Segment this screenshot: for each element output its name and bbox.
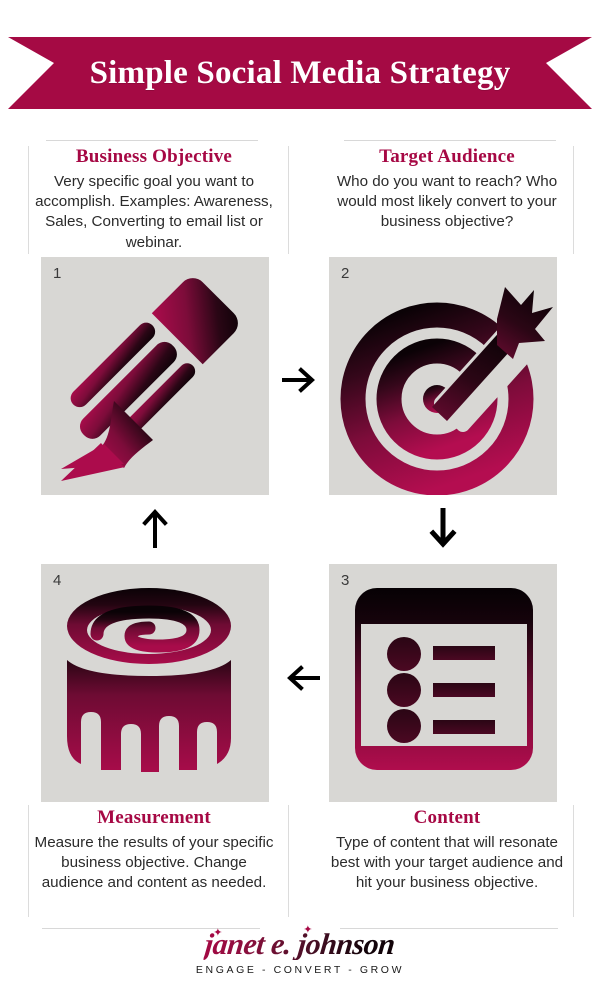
page-title: Simple Social Media Strategy — [89, 54, 511, 91]
step-4-number: 4 — [53, 572, 62, 589]
divider-center-top — [288, 146, 289, 254]
step-2-target-box: 2 — [329, 257, 557, 495]
divider-right-top — [573, 146, 574, 254]
target-audience-title: Target Audience — [379, 146, 515, 167]
business-objective-title: Business Objective — [75, 146, 233, 167]
target-audience-body: Who do you want to reach? Who would most… — [336, 172, 558, 231]
measurement-body: Measure the results of your specific bus… — [34, 833, 274, 892]
divider-left-top — [28, 146, 29, 254]
business-objective-body: Very specific goal you want to accomplis… — [35, 172, 273, 251]
sparkle-icon-left: ✦ — [213, 928, 222, 939]
target-with-arrow-icon — [340, 287, 553, 495]
divider-center-bottom — [288, 805, 289, 917]
step-4-measurement-box: 4 — [41, 564, 269, 802]
logo-wordmark: janet e. johnson — [203, 928, 397, 961]
step-1-number: 1 — [53, 265, 62, 282]
arrow-right-step1-to-step2 — [282, 364, 320, 396]
step-1-pencil-box: 1 — [41, 257, 269, 495]
measurement-title: Measurement — [97, 807, 211, 828]
content-body: Type of content that will resonate best … — [330, 833, 564, 892]
arrow-left-step3-to-step4 — [282, 662, 320, 694]
step-3-number: 3 — [341, 572, 350, 589]
rule-above-business-objective — [46, 140, 258, 141]
sparkle-icon-mid: ✦ — [303, 925, 312, 936]
pencil-icon — [61, 278, 238, 481]
content-text-block: Content Type of content that will resona… — [322, 807, 572, 894]
rule-above-target-audience — [344, 140, 556, 141]
content-list-icon — [355, 588, 533, 770]
measuring-tape-icon — [67, 588, 231, 772]
target-audience-text-block: Target Audience Who do you want to reach… — [322, 146, 572, 233]
title-banner: Simple Social Media Strategy — [8, 37, 592, 109]
content-title: Content — [413, 807, 481, 828]
rule-below-content — [340, 928, 558, 929]
step-3-content-box: 3 — [329, 564, 557, 802]
footer-logo: ✦ ✦ janet e. johnson ENGAGE - CONVERT - … — [0, 925, 600, 977]
logo-tagline: ENGAGE - CONVERT - GROW — [195, 964, 405, 976]
step-2-number: 2 — [341, 265, 350, 282]
banner-ribbon-shape — [8, 37, 592, 109]
divider-left-bottom — [28, 805, 29, 917]
arrow-up-step4-to-step1 — [140, 508, 170, 548]
divider-right-bottom — [573, 805, 574, 917]
measurement-text-block: Measurement Measure the results of your … — [34, 807, 274, 894]
arrow-down-step2-to-step3 — [428, 508, 458, 548]
rule-below-measurement — [42, 928, 260, 929]
business-objective-text-block: Business Objective Very specific goal yo… — [34, 146, 274, 253]
